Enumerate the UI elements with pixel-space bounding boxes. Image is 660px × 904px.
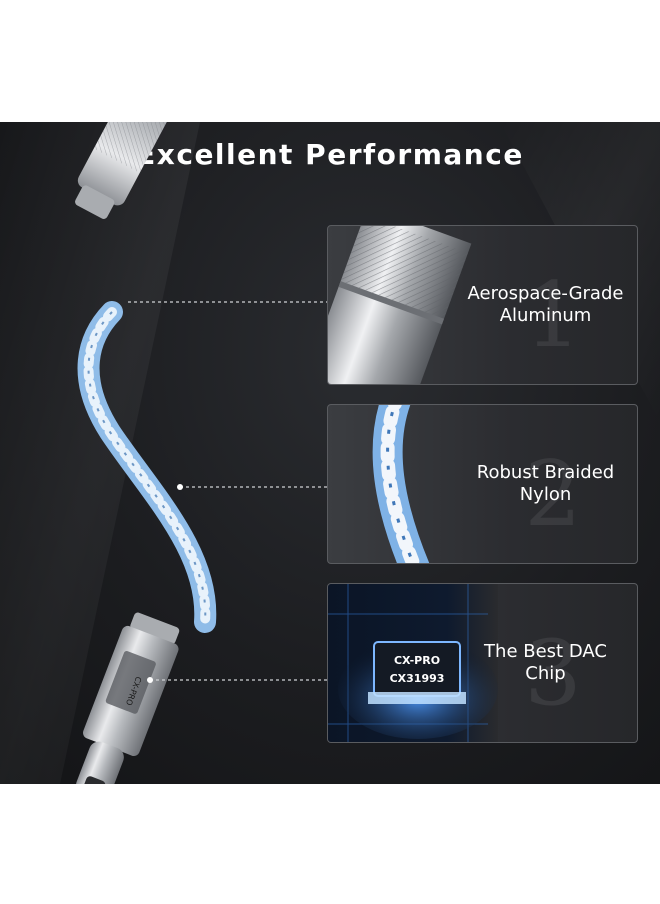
feature-card-nylon: 2 Robust Braided Nylon [327, 404, 638, 564]
feature-label-line1: Aerospace-Grade [467, 283, 624, 304]
feature-card-dac-chip: CX-PRO CX31993 3 The Best DAC Chip [327, 583, 638, 743]
chip-label-line1: CX-PRO [394, 654, 440, 667]
feature-label-line1: The Best DAC [484, 641, 607, 662]
headline: Excellent Performance [136, 138, 524, 171]
aluminum-closeup-icon: 1 [328, 226, 582, 384]
feature-number: 1 [524, 263, 581, 368]
dac-chip-icon: CX-PRO CX31993 3 [328, 584, 582, 742]
feature-label-line2: Nylon [519, 484, 572, 505]
feature-label: The Best DAC Chip [458, 584, 633, 742]
chip-label-line2: CX31993 [390, 672, 445, 685]
usb-c-plug-icon: CX-PRO [76, 612, 180, 784]
feature-label: Aerospace-Grade Aluminum [458, 226, 633, 384]
usb-c-dac-adapter: CX-PRO [75, 122, 327, 784]
braided-nylon-closeup-icon: 2 [372, 405, 582, 563]
feature-label: Robust Braided Nylon [458, 405, 633, 563]
feature-card-aluminum: 1 Aerospace-Grade Aluminum [327, 225, 638, 385]
feature-label-line2: Aluminum [499, 305, 592, 326]
headphone-jack-icon [75, 122, 189, 219]
feature-label-line2: Chip [525, 663, 566, 684]
dark-panel: Excellent Performance [0, 122, 660, 784]
feature-number: 3 [524, 621, 581, 726]
feature-label-line1: Robust Braided [476, 462, 615, 483]
feature-number: 2 [524, 442, 581, 547]
